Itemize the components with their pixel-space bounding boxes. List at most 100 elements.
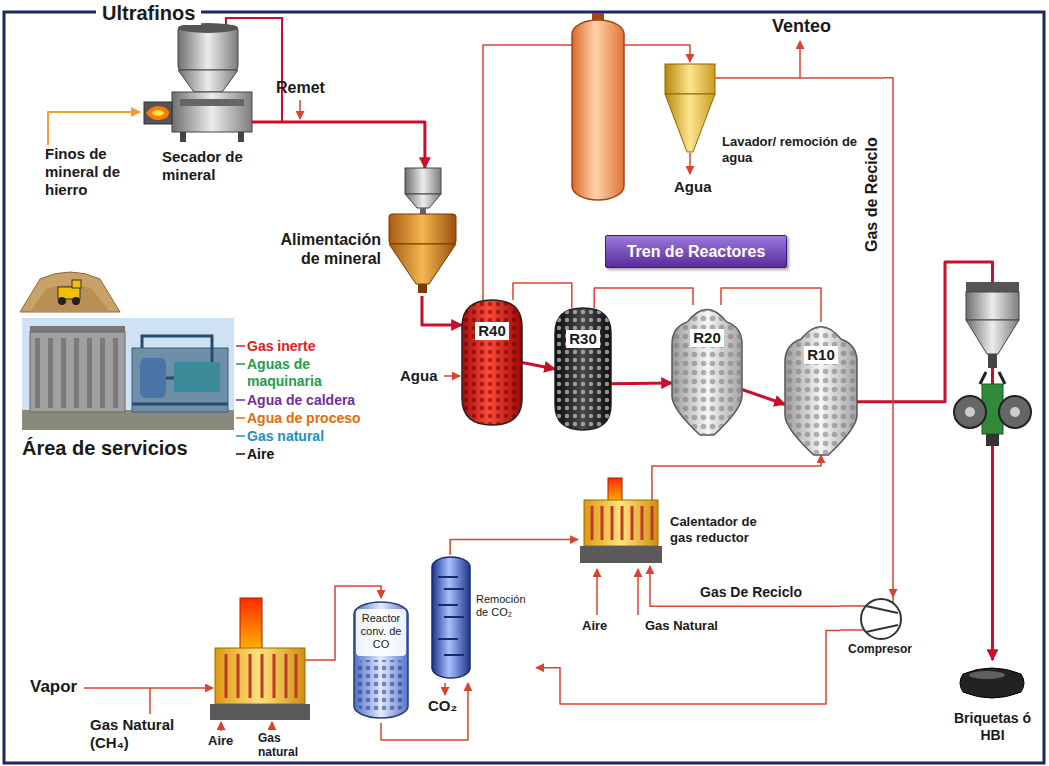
drawing-part: [555, 308, 611, 430]
drawing-part: [252, 121, 270, 124]
drawing-part: [462, 300, 522, 425]
drawing-part: [969, 671, 1005, 679]
drawing-part: [144, 102, 172, 124]
equipment-label: R10: [804, 346, 838, 364]
equipment-drawing: [555, 308, 611, 430]
scrubber-column: [572, 13, 624, 200]
drawing-part: [584, 500, 658, 546]
drawing-part: [572, 20, 624, 200]
stream-label: Aire: [208, 733, 233, 749]
drawing-part: [178, 70, 238, 92]
equipment-label: Reactor conv. de CO: [352, 612, 410, 652]
drawing-part: [954, 396, 986, 428]
label-anchor: Remet: [276, 78, 325, 97]
connector-group: [48, 45, 993, 740]
equipment-label: Alimentación de mineral: [265, 230, 381, 268]
flow-connector: [885, 78, 893, 597]
label-anchor: Vapor: [30, 677, 77, 697]
equipment-symbol: [578, 478, 663, 563]
gas-heater: Calentador de gas reductor: [578, 478, 772, 566]
frame: [4, 12, 1044, 763]
steam-arrow: [84, 687, 213, 689]
drawing-part: [785, 327, 857, 455]
label-anchor: Aire: [247, 446, 274, 463]
natural-gas-feed: [149, 688, 151, 714]
service-label: Aire: [247, 446, 274, 463]
reactor: R10: [785, 322, 857, 455]
drawing-part: [986, 434, 999, 446]
equipment-symbol: [957, 660, 1027, 706]
service-label: Agua de caldera: [247, 392, 355, 409]
flow-connector: [522, 363, 555, 370]
equipment-label: Lavador/ remoción de agua: [722, 134, 882, 165]
flow-connector: [422, 296, 462, 325]
drawing-part: [462, 300, 522, 425]
stream-label: CO₂: [428, 697, 457, 715]
drawing-part: [999, 396, 1031, 428]
drawing-part: [665, 64, 715, 94]
service-arrow: [236, 399, 245, 401]
equipment-symbol: [385, 168, 460, 293]
label-anchor: Gas natural: [258, 731, 308, 760]
drawing-part: [72, 297, 80, 305]
drawing-part: [672, 310, 742, 435]
service-arrow: [236, 417, 245, 419]
equipment-drawing: [785, 327, 857, 455]
drawing-part: [651, 506, 654, 540]
drawing-part: [555, 308, 611, 430]
drawing-part: [1010, 407, 1020, 417]
service-label: Aguas de maquinaria: [247, 356, 339, 390]
drawing-part: [132, 336, 228, 404]
natural-gas-arrow: [637, 569, 639, 615]
flow-connector: [594, 288, 693, 308]
drawing-part: [405, 168, 441, 194]
drawing-part: [965, 407, 975, 417]
equipment-drawing: [462, 300, 522, 425]
drawing-part: [72, 280, 81, 288]
service-arrow: [236, 345, 245, 347]
service-label: Gas inerte: [247, 338, 315, 355]
equipment-symbol: [22, 318, 234, 430]
drawing-part: [866, 606, 898, 632]
equipment-symbol: [462, 300, 522, 425]
equipment-label: Área de servicios: [22, 436, 237, 460]
stream-label: Venteo: [772, 16, 831, 38]
drawing-part: [418, 284, 427, 293]
drawing-part: [432, 557, 470, 678]
equipment-label: Briquetas ó HBI: [945, 710, 1040, 744]
drawing-part: [591, 506, 594, 540]
scrubber: Lavador/ remoción de agua: [660, 62, 885, 169]
label-anchor: Gas natural: [247, 428, 324, 445]
label-anchor: Agua: [674, 178, 712, 196]
drawing-part: [420, 208, 426, 214]
drawing-part: [438, 576, 458, 578]
drawing-part: [35, 338, 40, 408]
stream-label: Agua: [674, 178, 712, 196]
drawing-part: [980, 372, 1005, 384]
drawing-part: [132, 348, 228, 412]
flow-connector: [450, 540, 578, 555]
label-anchor: Agua: [400, 367, 438, 385]
drawing-part: [621, 506, 624, 540]
stream-label: Gas De Reciclo: [700, 584, 802, 601]
label-anchor: Gas De Reciclo: [700, 584, 802, 601]
drawing-part: [389, 244, 456, 284]
equipment-label: R30: [566, 330, 600, 348]
drawing-part: [580, 546, 662, 563]
flow-connector: [270, 122, 425, 168]
drawing-part: [240, 598, 262, 650]
stream-label: Gas natural: [258, 731, 308, 760]
remet-arrow: [299, 100, 301, 119]
equipment-label: Tren de Reactores: [606, 242, 786, 261]
service-label: Agua de proceso: [247, 410, 361, 427]
drawing-part: [785, 327, 857, 455]
label-anchor: Aguas de maquinaria: [247, 356, 339, 390]
label-anchor: Gas inerte: [247, 338, 315, 355]
drawing-part: [22, 410, 234, 430]
drawing-part: [966, 292, 1019, 320]
drawing-part: [30, 332, 125, 412]
flow-connector: [536, 630, 840, 704]
service-arrow: [236, 453, 245, 455]
drawing-part: [238, 132, 244, 142]
